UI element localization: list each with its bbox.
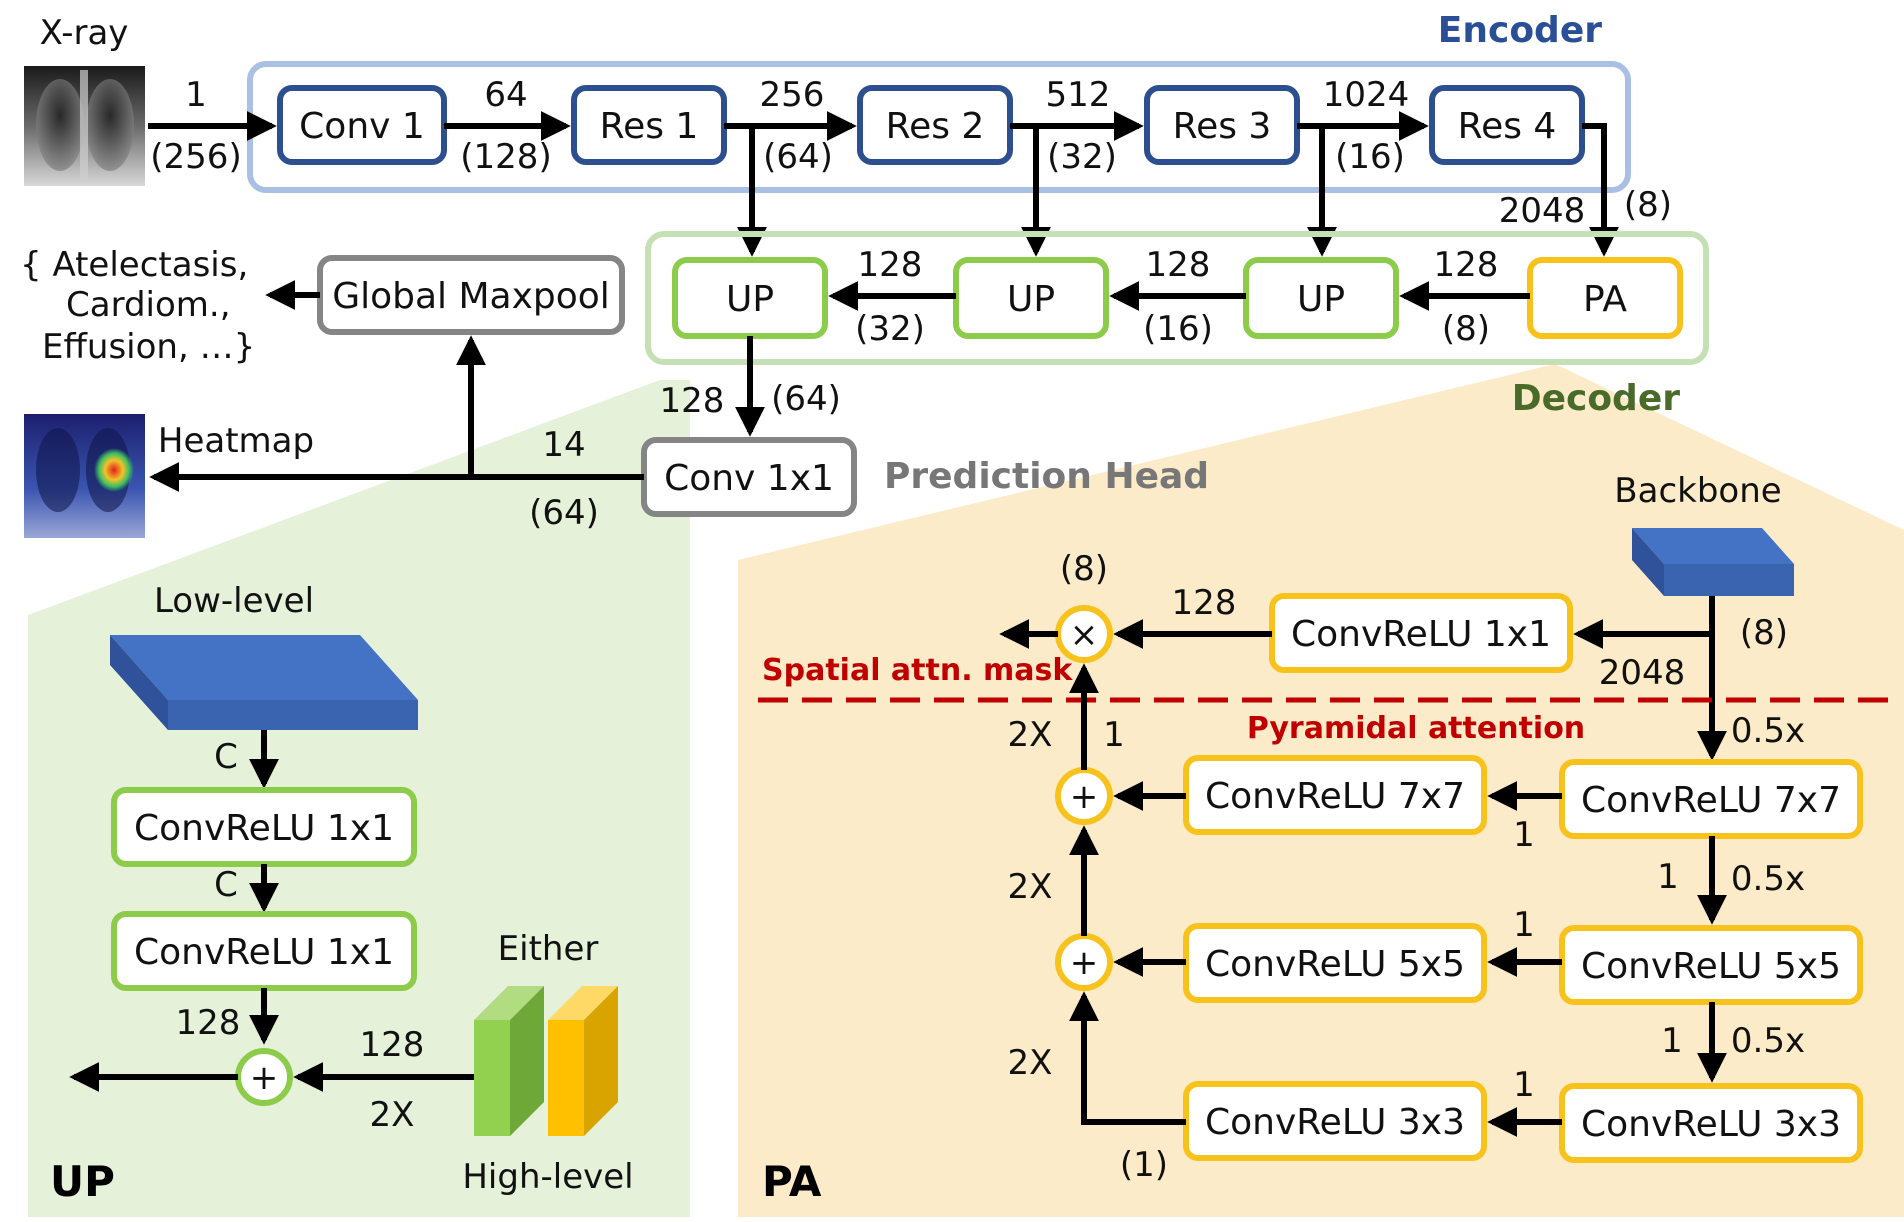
- pa-label: PA: [1583, 279, 1627, 320]
- pa-scale-2: 0.5x: [1731, 859, 1805, 899]
- pa-right-conv7-label: ConvReLU 7x7: [1581, 780, 1841, 821]
- up-conv1-label: ConvReLU 1x1: [134, 808, 394, 849]
- up2-out-size: (32): [855, 309, 925, 349]
- up-high-channels: 128: [360, 1025, 425, 1065]
- up3-out-size: (16): [1143, 309, 1213, 349]
- res3-size: (16): [1335, 137, 1405, 177]
- conv1-channels: 64: [484, 75, 527, 115]
- up-conv2-label: ConvReLU 1x1: [134, 932, 394, 973]
- pa-one-h1: 1: [1513, 815, 1535, 855]
- pa-left-conv3-label: ConvReLU 3x3: [1205, 1102, 1465, 1143]
- high-level-label: High-level: [462, 1157, 633, 1197]
- xray-image: [24, 66, 145, 186]
- decoder-out-channels: 128: [660, 381, 725, 421]
- class-line-2: Cardiom.,: [66, 285, 231, 325]
- up-upsample: 2X: [370, 1095, 415, 1135]
- global-maxpool-label: Global Maxpool: [332, 276, 610, 317]
- res1-label: Res 1: [600, 106, 699, 147]
- conv1-size: (128): [460, 137, 551, 177]
- backbone-feature-slab: [1632, 528, 1794, 596]
- prediction-head-title: Prediction Head: [884, 456, 1209, 497]
- xray-label: X-ray: [40, 13, 129, 53]
- up-panel-title: UP: [50, 1157, 115, 1206]
- res3-label: Res 3: [1173, 106, 1272, 147]
- spatial-attn-mask-label: Spatial attn. mask: [762, 653, 1073, 688]
- class-line-3: Effusion, …}: [42, 327, 255, 367]
- pa-up-1: 2X: [1008, 715, 1053, 755]
- pa-ch-in: 2048: [1599, 653, 1686, 693]
- pa-one-h3: 1: [1513, 1065, 1535, 1105]
- up-c2: C: [214, 865, 238, 905]
- pa-up-2: 2X: [1008, 867, 1053, 907]
- pa-one-h2: 1: [1513, 905, 1535, 945]
- pa-ch-top: 128: [1172, 583, 1237, 623]
- pa-size-mult: (8): [1060, 549, 1108, 589]
- head-channels: 14: [542, 425, 585, 465]
- high-level-orange-slab: [548, 986, 618, 1136]
- up2-out-channels: 128: [858, 245, 923, 285]
- pa-conv1x1-label: ConvReLU 1x1: [1291, 614, 1551, 655]
- pa-left-conv7-label: ConvReLU 7x7: [1205, 776, 1465, 817]
- pa-scale-3: 0.5x: [1731, 1021, 1805, 1061]
- input-size: (256): [150, 137, 241, 177]
- either-label: Either: [498, 929, 599, 969]
- decoder-frame: [645, 231, 1709, 365]
- up-plus-symbol: +: [250, 1058, 279, 1098]
- pa-one-v: 1: [1103, 715, 1125, 755]
- res4-label: Res 4: [1458, 106, 1557, 147]
- up3-out-channels: 128: [1146, 245, 1211, 285]
- pa-plus-symbol-1: +: [1070, 777, 1099, 817]
- mult-symbol: ×: [1070, 615, 1099, 655]
- heatmap-label: Heatmap: [158, 421, 314, 461]
- high-level-green-slab: [474, 986, 544, 1136]
- head-size: (64): [529, 493, 599, 533]
- res2-label: Res 2: [886, 106, 985, 147]
- res2-channels: 512: [1046, 75, 1111, 115]
- decoder-out-size: (64): [771, 379, 841, 419]
- conv1x1-head-label: Conv 1x1: [664, 458, 834, 499]
- up1-label: UP: [726, 279, 774, 320]
- arrow-res4-pa: [1582, 123, 1619, 257]
- input-channels: 1: [185, 75, 207, 115]
- res1-channels: 256: [760, 75, 825, 115]
- pa-scale-1: 0.5x: [1731, 711, 1805, 751]
- pa-size-bottom: (1): [1120, 1145, 1168, 1185]
- pa-panel-title: PA: [762, 1157, 822, 1206]
- low-level-feature-slab: [110, 635, 418, 730]
- low-level-label: Low-level: [154, 581, 314, 621]
- pa-right-conv5-label: ConvReLU 5x5: [1581, 946, 1841, 987]
- class-line-1: { Atelectasis,: [20, 245, 248, 285]
- pa-plus-symbol-2: +: [1070, 943, 1099, 983]
- heatmap-image: [24, 414, 145, 538]
- pa-out-channels: 128: [1434, 245, 1499, 285]
- pa-left-conv5-label: ConvReLU 5x5: [1205, 944, 1465, 985]
- up-c1: C: [214, 737, 238, 777]
- pa-one-r1: 1: [1657, 857, 1679, 897]
- pa-right-conv3-label: ConvReLU 3x3: [1581, 1104, 1841, 1145]
- up-out-channels: 128: [176, 1003, 241, 1043]
- decoder-title: Decoder: [1512, 378, 1681, 419]
- pa-size-top: (8): [1740, 613, 1788, 653]
- res2-size: (32): [1047, 137, 1117, 177]
- res3-channels: 1024: [1323, 75, 1410, 115]
- pa-out-size: (8): [1442, 309, 1490, 349]
- pa-one-r2: 1: [1661, 1021, 1683, 1061]
- res4-channels: 2048: [1499, 191, 1586, 231]
- pyramidal-attention-label: Pyramidal attention: [1247, 711, 1585, 746]
- pa-up-3: 2X: [1008, 1043, 1053, 1083]
- res4-size: (8): [1624, 185, 1672, 225]
- conv1-label: Conv 1: [299, 106, 425, 147]
- encoder-title: Encoder: [1438, 10, 1602, 51]
- up2-label: UP: [1007, 279, 1055, 320]
- up3-label: UP: [1297, 279, 1345, 320]
- res1-size: (64): [763, 137, 833, 177]
- backbone-label: Backbone: [1614, 471, 1781, 511]
- arrow-lconv3-plus2: [1069, 991, 1186, 1125]
